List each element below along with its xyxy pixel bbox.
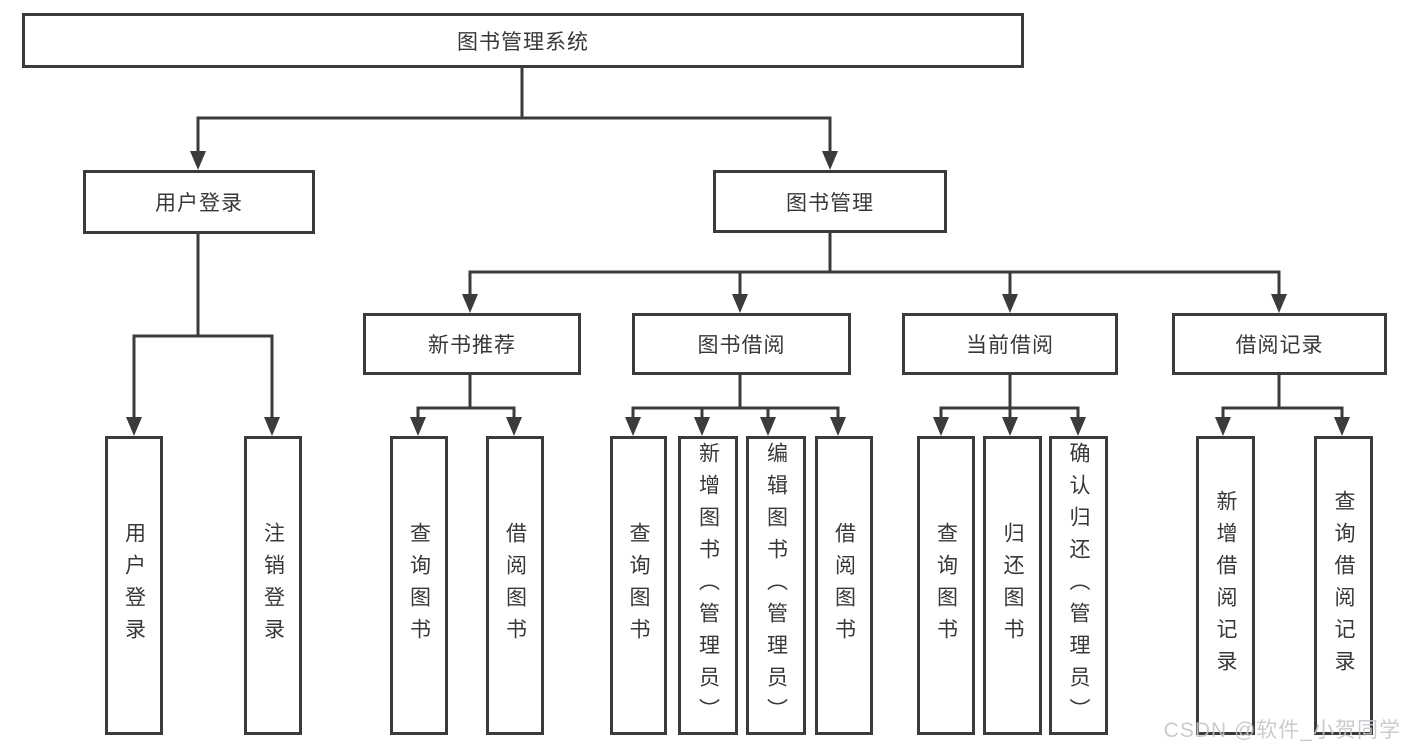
arrow-down-icon [732,294,748,313]
node-section-book-borrow: 图书借阅 [632,313,851,375]
node-label: 查询图书 [407,521,431,650]
node-label: 新增借阅记录 [1214,489,1237,682]
arrow-down-icon [1070,417,1086,436]
node-leaf-user-login: 用户登录 [105,436,163,735]
node-book-management: 图书管理 [713,170,947,233]
node-label: 编辑图书（管理员） [764,441,788,730]
node-leaf-borrow-books: 借阅图书 [815,436,873,735]
node-label: 当前借阅 [966,334,1054,357]
connector-borrow-records-to-leaves [1215,375,1350,436]
node-section-borrow-records: 借阅记录 [1172,313,1387,375]
arrow-down-icon [1334,417,1350,436]
arrow-down-icon [1271,294,1287,313]
arrow-down-icon [933,417,949,436]
node-leaf-query-books-borrow: 查询图书 [610,436,667,735]
arrow-down-icon [462,294,478,313]
node-label: 图书管理系统 [457,30,589,54]
arrow-down-icon [830,417,846,436]
arrow-down-icon [760,417,776,436]
arrow-down-icon [822,151,838,170]
node-label: 查询图书 [627,521,650,650]
node-leaf-borrow-books-recommend: 借阅图书 [486,436,544,735]
node-label: 借阅图书 [832,521,856,650]
node-root: 图书管理系统 [22,13,1024,68]
watermark: CSDN @软件_小贺同学 [1163,719,1401,742]
connector-login-to-leaves [126,234,280,436]
node-label: 查询借阅记录 [1332,489,1355,682]
arrow-down-icon [410,417,426,436]
node-leaf-edit-book-admin: 编辑图书（管理员） [746,436,806,735]
node-label: 借阅记录 [1235,334,1324,357]
connector-mgmt-to-sections [462,233,1287,313]
node-label: 图书管理 [786,191,874,215]
arrow-down-icon [1002,294,1018,313]
arrow-down-icon [190,151,206,170]
node-leaf-add-borrow-record: 新增借阅记录 [1196,436,1255,735]
node-leaf-add-book-admin: 新增图书（管理员） [678,436,738,735]
node-section-current-borrow: 当前借阅 [902,313,1118,375]
node-leaf-confirm-return-admin: 确认归还（管理员） [1049,436,1108,735]
node-label: 确认归还（管理员） [1067,441,1090,730]
node-label: 归还图书 [1001,521,1024,650]
connector-current-borrow-to-leaves [933,375,1086,436]
node-label: 新书推荐 [428,334,516,357]
arrow-down-icon [1215,417,1231,436]
node-label: 借阅图书 [503,521,527,650]
arrow-down-icon [694,417,710,436]
arrow-down-icon [126,417,142,436]
node-leaf-query-borrow-record: 查询借阅记录 [1314,436,1373,735]
node-leaf-logout: 注销登录 [244,436,302,735]
node-user-login: 用户登录 [83,170,315,234]
arrow-down-icon [506,417,522,436]
node-section-new-books: 新书推荐 [363,313,581,375]
node-label: 用户登录 [155,192,243,215]
node-leaf-query-books-recommend: 查询图书 [390,436,448,735]
node-leaf-return-books: 归还图书 [983,436,1042,735]
connector-new-books-to-leaves [410,375,522,436]
node-label: 注销登录 [261,521,285,650]
node-label: 新增图书（管理员） [696,441,720,730]
arrow-down-icon [625,417,641,436]
connector-book-borrow-to-leaves [625,375,846,436]
node-label: 用户登录 [122,521,146,650]
arrow-down-icon [1002,417,1018,436]
connector-root-to-level1 [190,68,838,170]
node-leaf-query-books-current: 查询图书 [917,436,975,735]
arrow-down-icon [264,417,280,436]
node-label: 图书借阅 [697,334,786,357]
node-label: 查询图书 [934,521,958,650]
